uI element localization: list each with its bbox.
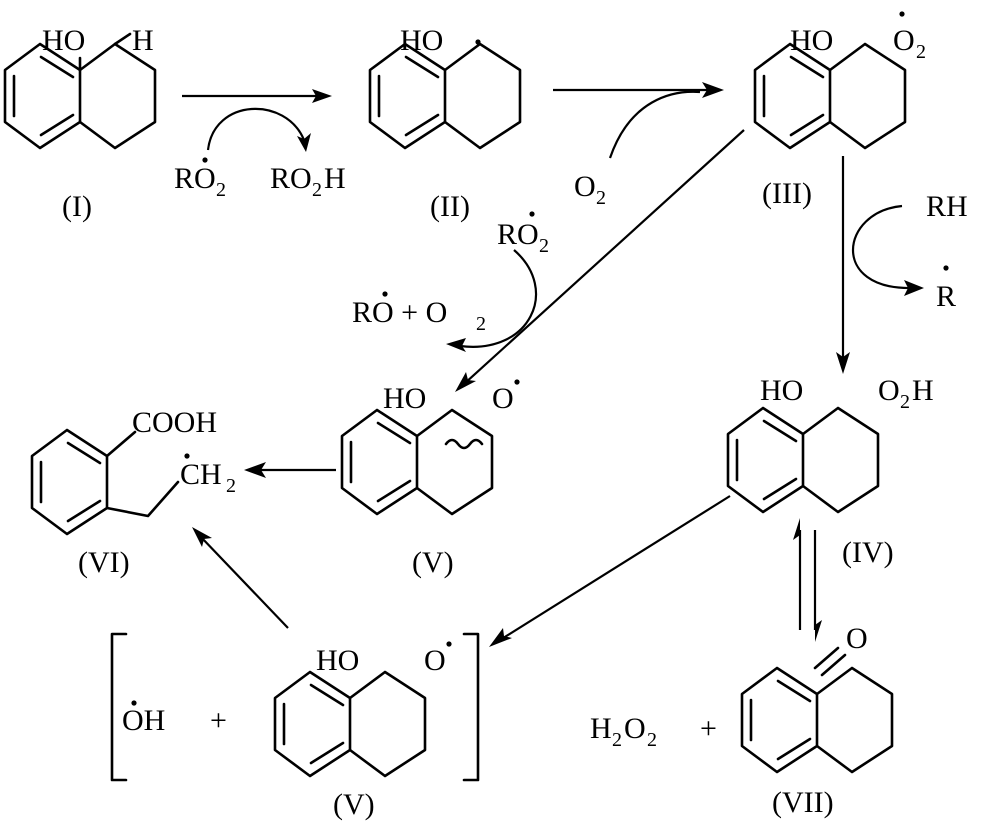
carboxyl-group: COOH (132, 406, 217, 439)
structure-VI: COOH CH 2 (VI) (30, 406, 236, 579)
reagent-RO2: RO (497, 218, 539, 251)
svg-text:O: O (624, 712, 646, 745)
radical-dot (446, 641, 452, 647)
radical-dot (899, 11, 905, 17)
product-RO2H: RO (270, 162, 312, 195)
label-VII: (VII) (772, 786, 834, 819)
svg-text:2: 2 (596, 187, 606, 209)
ketone-oxygen: O (846, 622, 868, 655)
plus-sign: + (700, 712, 717, 745)
peroxyl-O2: O (893, 24, 915, 57)
radical-dot (529, 211, 535, 217)
label-VI: (VI) (78, 546, 130, 579)
product-RO-plus-O2: RO + O (352, 296, 447, 329)
label-V: (V) (412, 546, 454, 579)
reagent-RO2: RO (174, 162, 216, 195)
methylene-radical: CH (180, 458, 222, 491)
product-R: R (936, 280, 956, 313)
radical-dot (202, 157, 208, 163)
radical-dot (475, 39, 481, 45)
reagent-RH: RH (926, 190, 968, 223)
bond-cleavage-wavy (444, 438, 484, 450)
arrow-IV-to-bracket (489, 495, 731, 647)
label-III: (III) (762, 177, 812, 210)
hydrogen-atom: H (132, 24, 154, 57)
arrow-III-to-V: RO 2 RO + O 2 (352, 129, 745, 392)
hydroxyl-radical: OH (122, 704, 165, 737)
svg-text:2: 2 (312, 179, 322, 201)
alkoxyl-O: O (424, 644, 446, 677)
label-I: (I) (62, 190, 92, 223)
structure-III: HO O 2 (III) (753, 11, 926, 210)
svg-text:2: 2 (539, 235, 549, 257)
svg-text:2: 2 (476, 313, 486, 335)
label-IV: (IV) (842, 536, 894, 569)
radical-dot (943, 265, 949, 271)
equilibrium-IV-VII (793, 518, 822, 642)
hydroxyl-group: HO (383, 382, 426, 415)
structure-IV: HO O 2 H (IV) (726, 374, 934, 569)
svg-text:H: H (324, 162, 346, 195)
structure-I: HO H (I) (3, 24, 157, 223)
radical-dot (131, 700, 137, 706)
arrow-I-to-II: RO 2 RO 2 H (174, 89, 346, 201)
reagent-O2: O (574, 170, 596, 203)
radical-dot (184, 453, 190, 459)
plus-sign: + (210, 704, 227, 737)
hydroperoxy-O2H: O (878, 374, 900, 407)
right-bracket (462, 632, 480, 782)
bracket-pair: OH + HO O (V) (110, 632, 480, 821)
left-bracket (110, 632, 128, 782)
hydrogen-peroxide: H (590, 712, 612, 745)
radical-dot (382, 291, 388, 297)
arrow-II-to-III: O 2 (553, 82, 724, 209)
svg-text:2: 2 (647, 729, 657, 751)
alkoxyl-O: O (492, 382, 514, 415)
structure-V: HO O (V) (340, 379, 520, 579)
svg-text:2: 2 (900, 391, 910, 413)
hydroxyl-group: HO (760, 374, 803, 407)
arrow-III-to-IV: RH R (836, 156, 968, 374)
svg-text:2: 2 (612, 729, 622, 751)
structure-II: HO (II) (368, 24, 522, 223)
hydroxyl-group: HO (400, 24, 443, 57)
svg-text:2: 2 (916, 41, 926, 63)
hydroxyl-group: HO (316, 644, 359, 677)
svg-text:2: 2 (216, 179, 226, 201)
label-II: (II) (430, 190, 470, 223)
structure-VII: O (VII) H 2 O 2 + (590, 622, 894, 819)
svg-text:H: H (912, 374, 934, 407)
hydroxyl-group: HO (42, 24, 85, 57)
radical-dot (514, 379, 520, 385)
hydroxyl-group: HO (790, 24, 833, 57)
arrow-V-to-VI (244, 462, 336, 478)
label-V-bracket: (V) (333, 788, 375, 821)
arrow-bracket-to-VI (192, 527, 289, 629)
svg-text:2: 2 (226, 475, 236, 497)
